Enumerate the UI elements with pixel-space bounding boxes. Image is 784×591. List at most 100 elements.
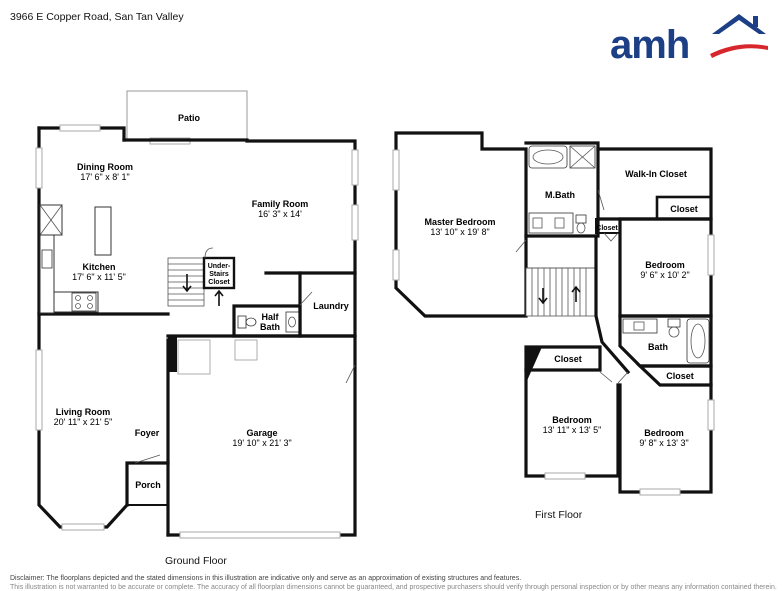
kitchen-island [94, 206, 112, 256]
room-bedroom-bottom-right: Bedroom [644, 428, 684, 438]
disclaimer: Disclaimer: The floorplans depicted and … [10, 575, 522, 582]
kitchen-counter [39, 234, 55, 314]
room-bedroom-bottom-left: Bedroom [552, 415, 592, 425]
room-bedroom-right: Bedroom [645, 260, 685, 270]
first-floor-label: First Floor [535, 509, 583, 521]
room-bedroom-right-dims: 9' 6" x 10' 2" [640, 270, 689, 280]
room-porch: Porch [135, 480, 161, 490]
stairs-up-arrow [571, 285, 581, 302]
window [707, 399, 715, 431]
window [35, 147, 43, 189]
door-swing [134, 454, 161, 464]
room-laundry: Laundry [313, 301, 349, 311]
stairs-down-arrow [538, 288, 548, 305]
room-closet-left: Closet [554, 354, 582, 364]
burner [75, 303, 81, 309]
room-master-bedroom: Master Bedroom [424, 217, 495, 227]
toilet-bowl [245, 317, 257, 327]
room-garage-dims: 19' 10" x 21' 3" [232, 438, 291, 448]
bathtub [686, 318, 710, 364]
room-garage: Garage [246, 428, 277, 438]
window [61, 523, 105, 531]
amh-logo: amh [610, 14, 768, 60]
bathtub-basin [690, 323, 706, 359]
window [392, 249, 400, 281]
logo-text: amh [610, 23, 689, 60]
window [392, 149, 400, 191]
door-swing [617, 371, 629, 384]
toilet [237, 315, 247, 329]
house-roof-icon [712, 14, 766, 34]
window [707, 234, 715, 276]
room-walk-in-closet: Walk-In Closet [625, 169, 687, 179]
closet-left-fill [526, 347, 542, 383]
ground-floor: Patio Dining Room 17' 6" x 8' 1" Family … [35, 90, 359, 539]
window [639, 488, 681, 496]
swoosh-icon [710, 44, 768, 58]
stairs-down-arrow [182, 274, 192, 293]
bathtub-basin [532, 149, 564, 165]
vanity-sink [532, 217, 543, 229]
room-closet-small: Closet [596, 225, 618, 232]
room-mbath: M.Bath [545, 190, 575, 200]
living-wall [37, 312, 130, 529]
room-bedroom-bottom-right-dims: 9' 8" x 13' 3" [639, 438, 688, 448]
room-under-stairs-3: Closet [208, 279, 230, 286]
room-dining-dims: 17' 6" x 8' 1" [80, 172, 129, 182]
room-family-dims: 16' 3" x 14' [258, 209, 302, 219]
room-foyer: Foyer [135, 428, 160, 438]
window [351, 149, 359, 186]
burner [75, 295, 81, 301]
room-bedroom-bottom-left-dims: 13' 11" x 13' 5" [543, 425, 602, 435]
garage-door [179, 531, 341, 539]
first-floor: Master Bedroom 13' 10" x 19' 8" M.Bath W… [392, 131, 715, 496]
door-swing [345, 364, 356, 384]
room-master-bedroom-dims: 13' 10" x 19' 8" [430, 227, 489, 237]
room-dining: Dining Room [77, 162, 133, 172]
vanity [285, 311, 300, 333]
window [35, 349, 43, 431]
under-stairs-closet-outline [202, 256, 236, 290]
vanity [528, 212, 574, 234]
room-living-dims: 20' 11" x 21' 5" [54, 417, 113, 427]
toilet-bowl [576, 222, 586, 234]
chimney-icon [753, 16, 758, 27]
window [59, 124, 101, 132]
door-swing [603, 232, 619, 242]
burner [87, 295, 93, 301]
door-swing [299, 291, 313, 306]
hall-wall [594, 234, 631, 375]
room-under-stairs-2: Stairs [209, 271, 229, 278]
stairs [525, 267, 597, 317]
room-living: Living Room [56, 407, 111, 417]
stairs-up-arrow [214, 289, 224, 306]
room-kitchen: Kitchen [82, 262, 115, 272]
vanity-sink [288, 316, 296, 328]
toilet [575, 214, 587, 224]
garage-fill-block [168, 336, 177, 372]
room-closet-right: Closet [666, 371, 694, 381]
room-closet-top: Closet [670, 204, 698, 214]
ground-floor-label: Ground Floor [165, 555, 227, 567]
room-bath: Bath [648, 342, 668, 352]
vanity [622, 318, 658, 334]
sink [41, 249, 53, 269]
room-patio: Patio [178, 113, 201, 123]
door-swing [599, 371, 613, 383]
bathtub [528, 145, 568, 169]
room-half-bath-1: Half [261, 312, 279, 322]
window [544, 472, 586, 480]
room-family: Family Room [252, 199, 309, 209]
door-swing [204, 247, 214, 259]
door-swing [515, 239, 527, 253]
vanity-sink [554, 217, 565, 229]
garage-step [177, 339, 211, 375]
toilet-bowl [668, 326, 680, 338]
fridge-mark [39, 204, 63, 236]
property-address: 3966 E Copper Road, San Tan Valley [10, 11, 184, 23]
room-kitchen-dims: 17' 6" x 11' 5" [72, 272, 126, 282]
mbath-wall [524, 141, 600, 238]
porch-outline [126, 462, 169, 506]
room-under-stairs-1: Under- [208, 263, 231, 270]
